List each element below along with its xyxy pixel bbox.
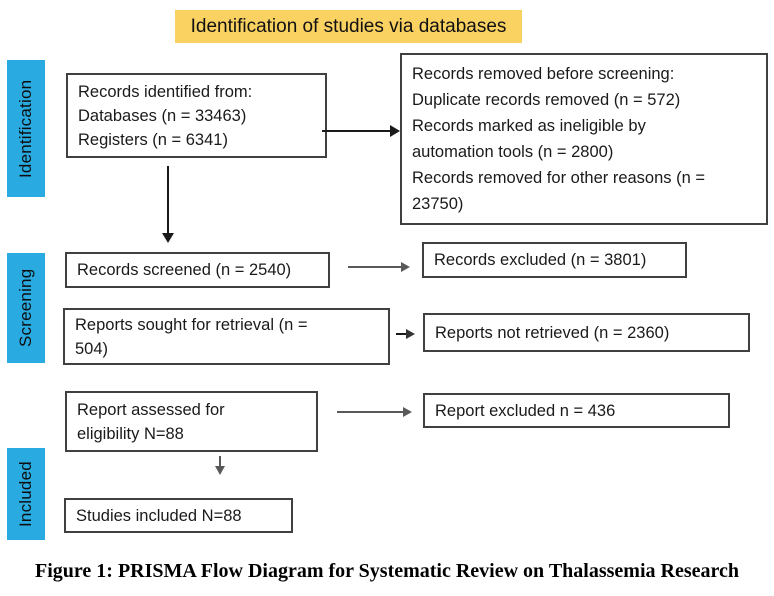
box-records-removed-before-screening: Records removed before screening: Duplic… bbox=[400, 53, 768, 225]
box-records-identified: Records identified from: Databases (n = … bbox=[66, 73, 327, 158]
arrow-head-icon bbox=[406, 329, 415, 339]
arrow-head-icon bbox=[162, 233, 174, 243]
arrow-line bbox=[322, 130, 392, 132]
arrow-line bbox=[167, 166, 169, 234]
box-records-screened: Records screened (n = 2540) bbox=[65, 252, 330, 288]
stage-label-identification: Identification bbox=[7, 60, 45, 197]
box-studies-included: Studies included N=88 bbox=[64, 498, 293, 533]
stage-label-included: Included bbox=[7, 448, 45, 540]
arrow-line bbox=[348, 266, 402, 268]
arrow-line bbox=[219, 456, 221, 467]
arrow-head-icon bbox=[403, 407, 412, 417]
box-records-excluded: Records excluded (n = 3801) bbox=[422, 242, 687, 278]
box-reports-sought: Reports sought for retrieval (n = 504) bbox=[63, 308, 390, 365]
arrow-head-icon bbox=[401, 262, 410, 272]
arrow-head-icon bbox=[215, 466, 225, 475]
banner-identification-via-databases: Identification of studies via databases bbox=[175, 10, 522, 43]
box-report-assessed: Report assessed for eligibility N=88 bbox=[65, 391, 318, 452]
arrow-head-icon bbox=[390, 125, 400, 137]
box-reports-not-retrieved: Reports not retrieved (n = 2360) bbox=[423, 313, 750, 352]
box-report-excluded: Report excluded n = 436 bbox=[423, 393, 730, 428]
arrow-line bbox=[337, 411, 404, 413]
figure-caption: Figure 1: PRISMA Flow Diagram for System… bbox=[35, 560, 739, 582]
arrow-line bbox=[396, 333, 406, 335]
stage-label-screening: Screening bbox=[7, 253, 45, 363]
